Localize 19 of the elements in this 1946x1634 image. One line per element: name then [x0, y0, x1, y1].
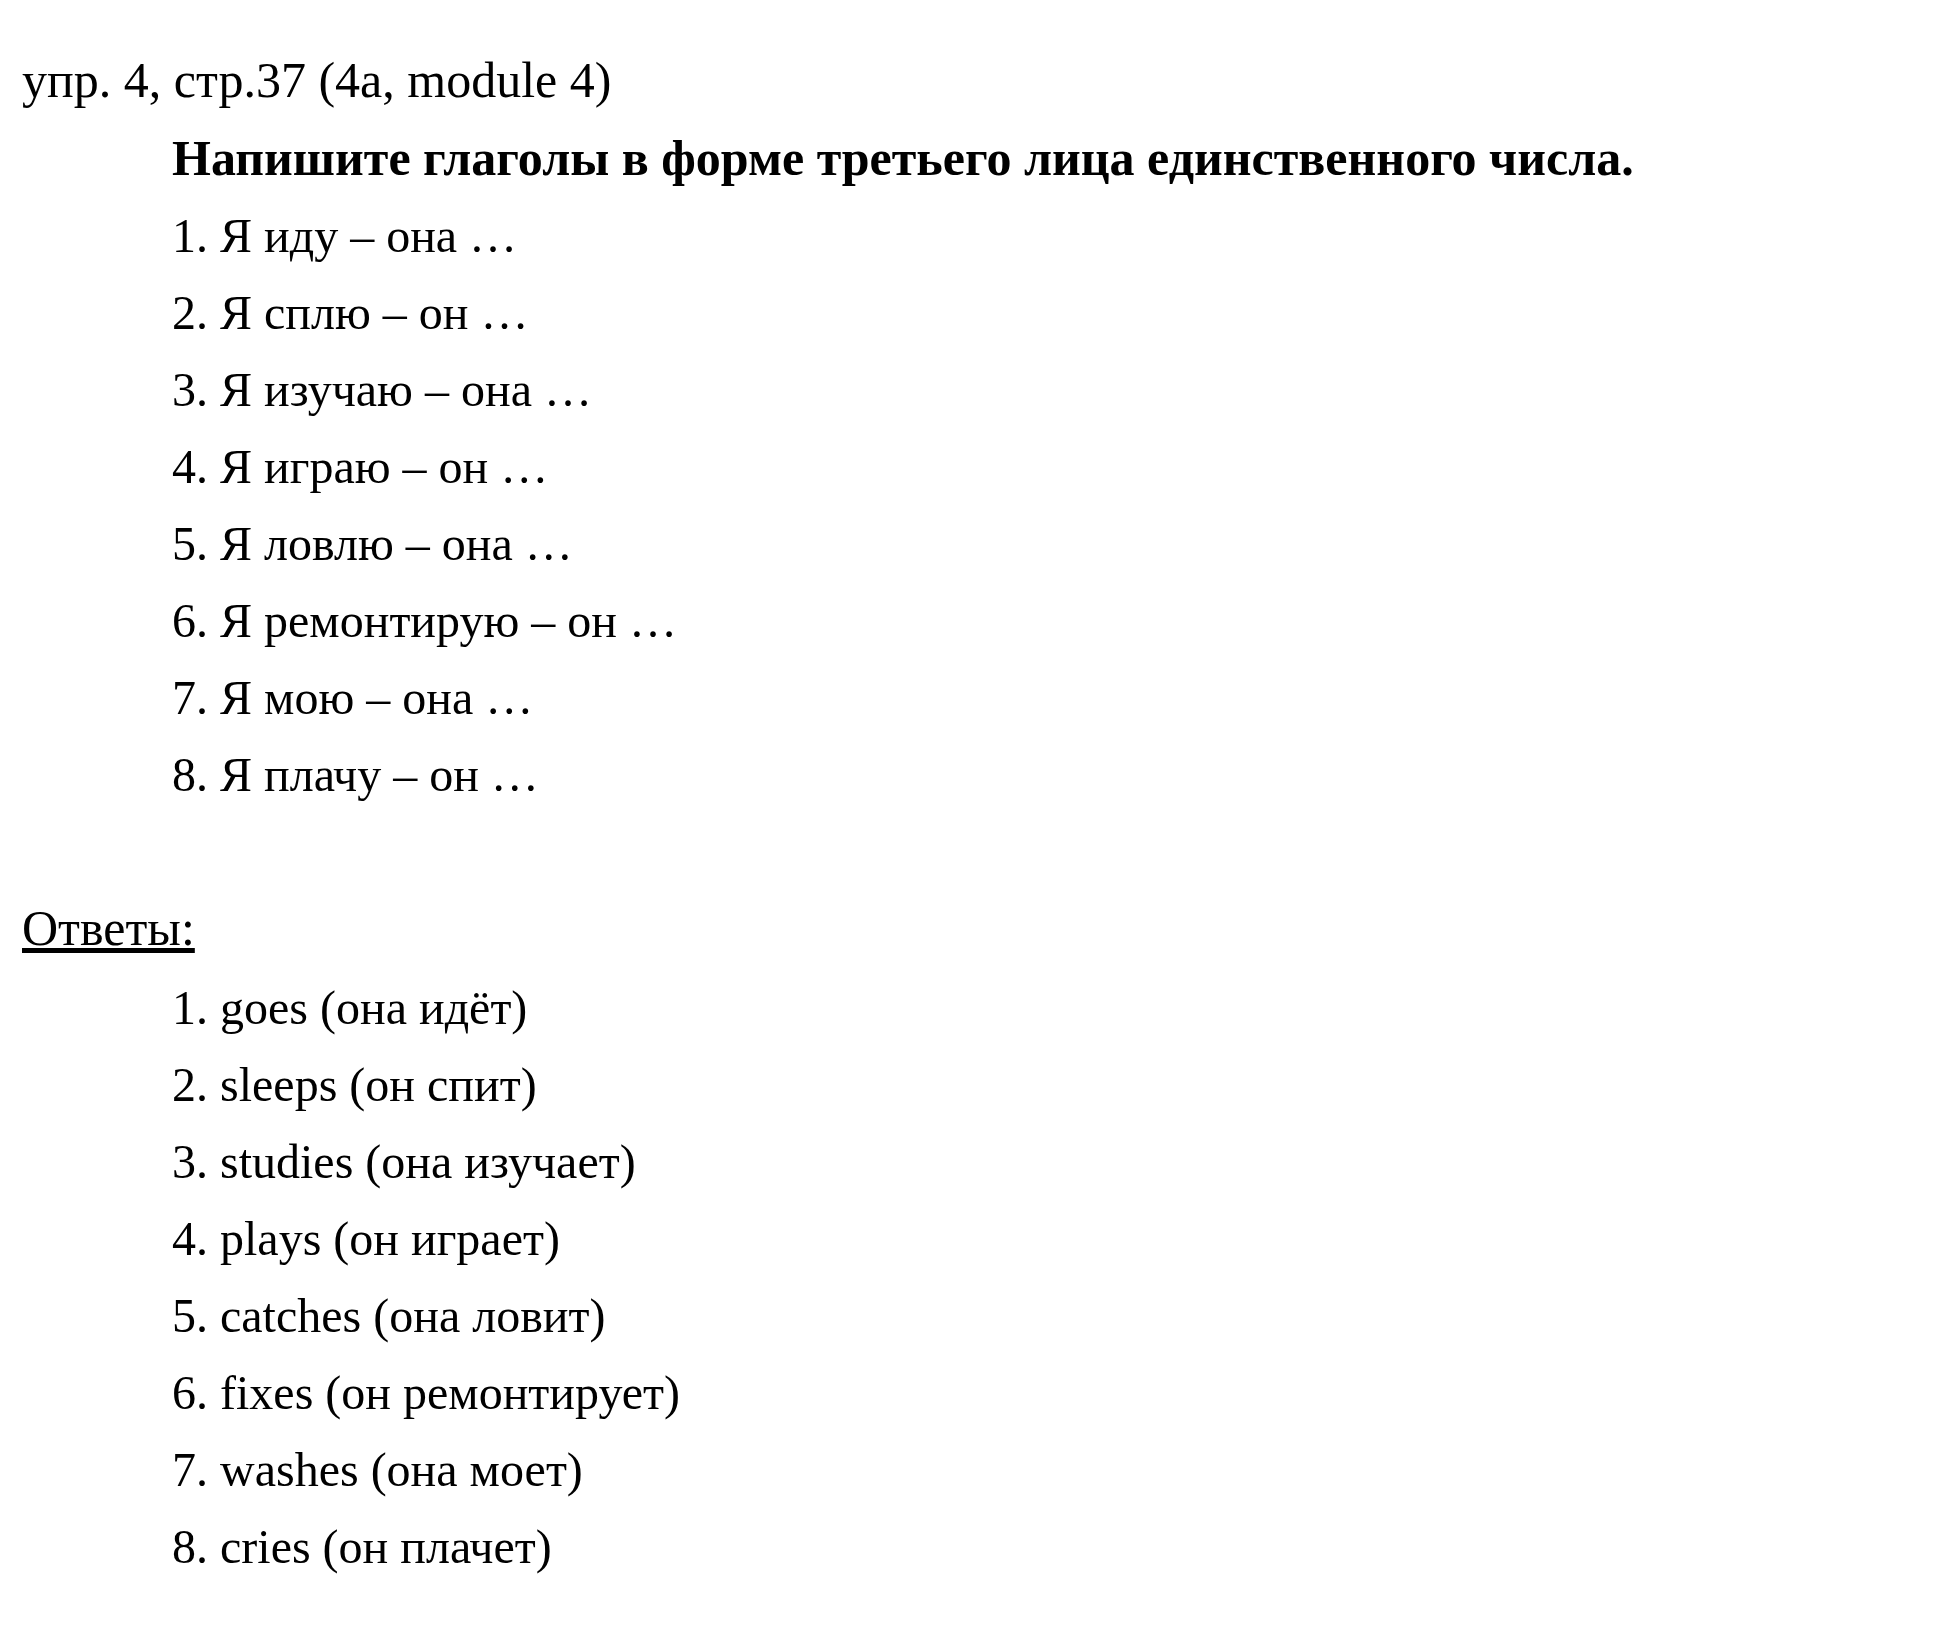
answer-item: 5. catches (она ловит) — [172, 1288, 606, 1345]
exercise-item: 6. Я ремонтирую – он … — [172, 593, 677, 649]
answer-item: 2. sleeps (он спит) — [172, 1057, 537, 1114]
exercise-item: 8. Я плачу – он … — [172, 747, 539, 803]
answer-item: 8. cries (он плачет) — [172, 1519, 552, 1576]
exercise-item: 1. Я иду – она … — [172, 208, 518, 264]
answer-item: 4. plays (он играет) — [172, 1211, 560, 1268]
exercise-item: 3. Я изучаю – она … — [172, 362, 592, 418]
answer-item: 7. washes (она моет) — [172, 1442, 583, 1499]
answer-item: 1. goes (она идёт) — [172, 980, 528, 1037]
exercise-item: 4. Я играю – он … — [172, 439, 549, 495]
exercise-title: упр. 4, стр.37 (4a, module 4) — [22, 51, 612, 110]
answer-item: 6. fixes (он ремонтирует) — [172, 1365, 680, 1422]
answers-heading: Ответы: — [22, 899, 195, 958]
exercise-item: 2. Я сплю – он … — [172, 285, 529, 341]
exercise-item: 5. Я ловлю – она … — [172, 516, 573, 572]
exercise-item: 7. Я мою – она … — [172, 670, 534, 726]
instruction-text: Напишите глаголы в форме третьего лица единственного числа. — [172, 129, 1634, 188]
answer-item: 3. studies (она изучает) — [172, 1134, 636, 1191]
